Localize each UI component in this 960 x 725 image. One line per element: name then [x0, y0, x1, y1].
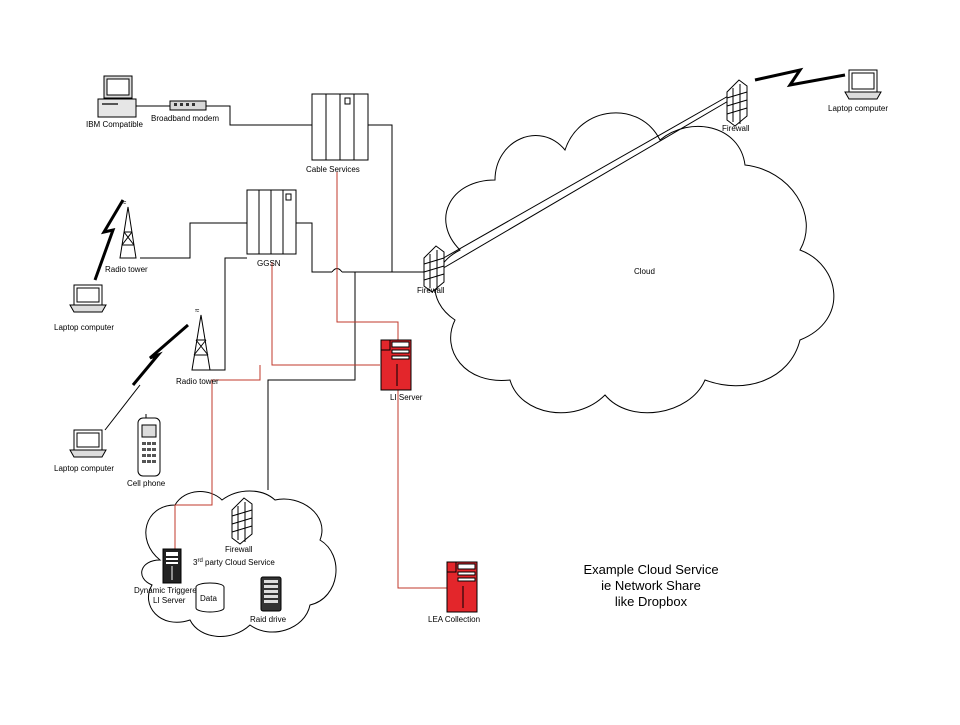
li-path-cable [336, 172, 399, 340]
third-party-label: 3rd party Cloud Service [193, 558, 275, 567]
lightning-icon-2 [131, 323, 189, 386]
ggsn-server-icon [246, 189, 297, 255]
radio-tower-icon-1: ≈ [119, 198, 137, 259]
lea-label: LEA Collection [428, 615, 480, 624]
lightning-icon-1 [93, 199, 125, 281]
laptop-label-2: Laptop computer [54, 464, 114, 473]
radio-tower-label-2: Radio tower [176, 377, 219, 386]
wire-cloud-remote [439, 99, 731, 271]
caption-line-3: like Dropbox [615, 594, 688, 609]
li-server-label: LI Server [390, 393, 423, 402]
third-party-cloud [141, 490, 337, 637]
cell-phone-label: Cell phone [127, 479, 166, 488]
svg-text:≈: ≈ [195, 306, 200, 315]
wire-ggsn-firewall [296, 222, 332, 273]
caption-line-1: Example Cloud Service [583, 562, 718, 577]
cell-phone-icon [137, 414, 161, 477]
laptop-icon-1 [69, 284, 107, 313]
svg-text:≈: ≈ [122, 198, 127, 207]
laptop-icon-2 [69, 429, 107, 458]
wire-modem-cable [205, 105, 312, 126]
wire-tower1-ggsn [140, 222, 247, 259]
cable-label: Cable Services [306, 165, 360, 174]
li-path-3p [174, 365, 261, 550]
lightning-icon-remote [754, 67, 846, 88]
dyn-li-label-2: LI Server [153, 596, 186, 605]
firewall-label-3p: Firewall [225, 545, 253, 554]
modem-label: Broadband modem [151, 114, 219, 123]
main-cloud [434, 112, 835, 414]
caption-line-2: ie Network Share [601, 578, 701, 593]
laptop-label-remote: Laptop computer [828, 104, 888, 113]
modem-icon [169, 100, 207, 111]
cable-server-icon [311, 93, 369, 161]
li-path-lea [397, 390, 447, 589]
li-server-icon [380, 339, 412, 391]
wire-tower2-ggsn [210, 257, 247, 371]
raid-drive-icon [260, 576, 282, 612]
laptop-icon-remote [844, 69, 882, 100]
firewall-icon-remote [726, 79, 748, 127]
wire-cable-firewall [368, 124, 425, 273]
ibm-label: IBM Compatible [86, 120, 143, 129]
firewall-icon-main [423, 245, 445, 293]
li-path-ggsn [271, 262, 380, 366]
firewall-label-main: Firewall [417, 286, 445, 295]
desktop-pc-icon [97, 75, 137, 118]
data-label: Data [200, 594, 217, 603]
radio-tower-label-1: Radio tower [105, 265, 148, 274]
dyn-li-label-1: Dynamic Triggered [134, 586, 201, 595]
dyn-li-server-icon [162, 548, 182, 584]
firewall-icon-3p [231, 497, 253, 545]
wire-laptop2-phone [104, 384, 141, 431]
wire-cloud-remote-2 [439, 94, 731, 261]
raid-label: Raid drive [250, 615, 287, 624]
radio-tower-icon-2: ≈ [191, 306, 211, 371]
database-icon [195, 582, 225, 613]
lea-server-icon [446, 561, 478, 613]
ggsn-label: GGSN [257, 259, 281, 268]
laptop-label-1: Laptop computer [54, 323, 114, 332]
wire-firewall-3p [267, 272, 356, 490]
cloud-label: Cloud [634, 267, 655, 276]
firewall-label-remote: Firewall [722, 124, 750, 133]
